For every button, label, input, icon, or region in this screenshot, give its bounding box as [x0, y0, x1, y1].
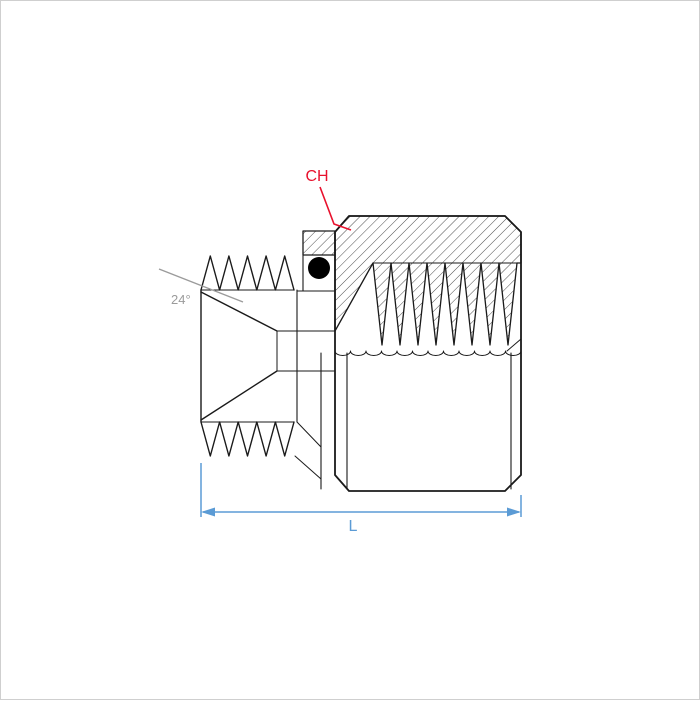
- ch-leader-line: [319, 186, 352, 231]
- ch-callout: CH: [305, 168, 352, 231]
- length-dimension: L: [200, 463, 522, 535]
- body-cross-section-hatch: [334, 215, 522, 346]
- ch-label: CH: [305, 168, 328, 185]
- angle-label: 24°: [171, 292, 191, 307]
- cone-line-bottom: [200, 370, 278, 421]
- male-thread-top: [200, 255, 295, 291]
- dimension-arrowhead-right: [507, 507, 521, 517]
- oring: [308, 257, 330, 279]
- angle-leader-line: [158, 268, 244, 303]
- length-label: L: [349, 518, 358, 535]
- dimension-arrowhead-left: [201, 507, 215, 517]
- angle-callout: 24°: [158, 268, 244, 307]
- oring-groove-block: [302, 230, 336, 256]
- body-outline: [334, 215, 522, 492]
- port-entry-chamfer: [506, 338, 522, 352]
- collar-cone-1: [296, 421, 322, 448]
- cone-line-top: [200, 291, 278, 332]
- male-thread-bottom: [200, 421, 295, 457]
- thread-scallop-line: [334, 350, 522, 356]
- fitting-body-group: [200, 215, 522, 492]
- collar-cone-2: [294, 455, 322, 480]
